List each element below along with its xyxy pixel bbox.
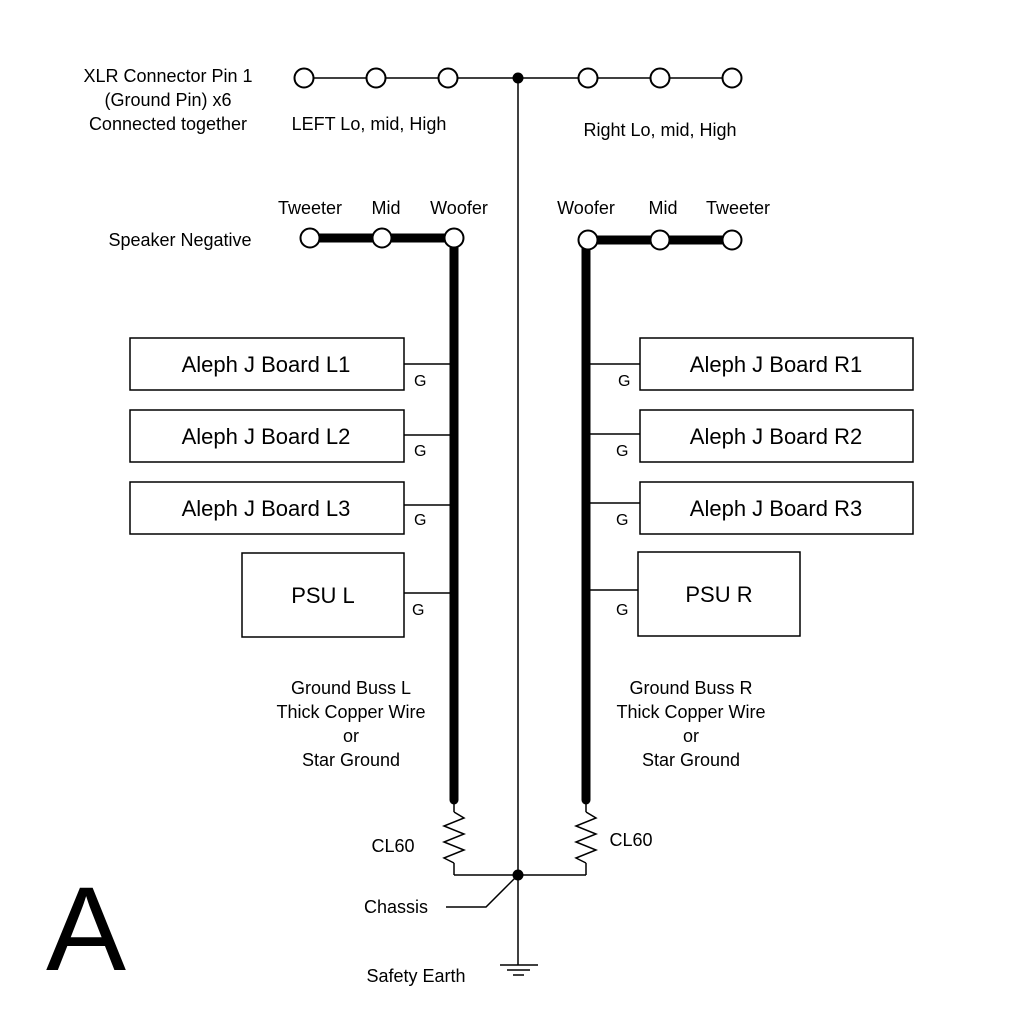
thermistor-right xyxy=(573,800,599,875)
xlr-pin-left-lo xyxy=(293,67,315,89)
xlr-label-line1: XLR Connector Pin 1 xyxy=(83,66,252,86)
psu-right-ground-tag: G xyxy=(616,602,628,619)
xlr-pin-right-mid xyxy=(649,67,671,89)
board-left-1: Aleph J Board L1 G xyxy=(129,337,454,391)
board-right-3-label: Aleph J Board R3 xyxy=(690,496,862,521)
board-right-2: Aleph J Board R2 G xyxy=(586,409,914,463)
left-woofer-label: Woofer xyxy=(430,198,488,218)
psu-right: PSU R G xyxy=(586,551,801,637)
buss-right-line1: Ground Buss R xyxy=(629,678,752,698)
board-right-2-ground-tag: G xyxy=(616,443,628,460)
chassis-label: Chassis xyxy=(364,897,428,917)
xlr-pin-right-lo xyxy=(577,67,599,89)
xlr-right-channel-label: Right Lo, mid, High xyxy=(583,120,736,140)
board-right-1-label: Aleph J Board R1 xyxy=(690,352,862,377)
figure-letter: A xyxy=(46,862,126,996)
board-right-1-ground-tag: G xyxy=(618,373,630,390)
xlr-pin-left-high xyxy=(437,67,459,89)
xlr-label-line2: (Ground Pin) x6 xyxy=(104,90,231,110)
board-left-2-label: Aleph J Board L2 xyxy=(182,424,351,449)
psu-left-ground-tag: G xyxy=(412,602,424,619)
board-left-2: Aleph J Board L2 G xyxy=(129,409,454,463)
board-left-3-label: Aleph J Board L3 xyxy=(182,496,351,521)
right-tweeter-label: Tweeter xyxy=(706,198,770,218)
psu-left-label: PSU L xyxy=(291,583,355,608)
xlr-label-line3: Connected together xyxy=(89,114,247,134)
board-left-2-ground-tag: G xyxy=(414,443,426,460)
speaker-negative-label: Speaker Negative xyxy=(108,230,251,250)
earth-ground-icon xyxy=(500,964,538,976)
buss-right-line3: or xyxy=(683,726,699,746)
right-woofer-label: Woofer xyxy=(557,198,615,218)
buss-left-line2: Thick Copper Wire xyxy=(276,702,425,722)
buss-left-line1: Ground Buss L xyxy=(291,678,411,698)
thermistor-left xyxy=(441,800,467,875)
right-woofer-terminal xyxy=(577,229,599,251)
left-mid-label: Mid xyxy=(371,198,400,218)
board-right-1: Aleph J Board R1 G xyxy=(586,337,914,391)
right-mid-label: Mid xyxy=(648,198,677,218)
board-left-3-ground-tag: G xyxy=(414,512,426,529)
left-tweeter-label: Tweeter xyxy=(278,198,342,218)
chassis-leader-line xyxy=(446,874,519,908)
buss-right-line4: Star Ground xyxy=(642,750,740,770)
ground-buss-left-label: Ground Buss L Thick Copper Wire or Star … xyxy=(276,678,425,770)
xlr-pin-chain xyxy=(293,67,743,89)
ground-buss-right-label: Ground Buss R Thick Copper Wire or Star … xyxy=(616,678,765,770)
board-right-3-ground-tag: G xyxy=(616,512,628,529)
board-left-3: Aleph J Board L3 G xyxy=(129,481,454,535)
left-mid-terminal xyxy=(371,227,393,249)
left-tweeter-terminal xyxy=(299,227,321,249)
psu-right-label: PSU R xyxy=(685,582,752,607)
right-mid-terminal xyxy=(649,229,671,251)
right-tweeter-terminal xyxy=(721,229,743,251)
xlr-pin-left-mid xyxy=(365,67,387,89)
board-left-1-ground-tag: G xyxy=(414,373,426,390)
board-right-2-label: Aleph J Board R2 xyxy=(690,424,862,449)
psu-left: PSU L G xyxy=(241,552,454,638)
thermistor-right-label: CL60 xyxy=(609,830,652,850)
board-left-1-label: Aleph J Board L1 xyxy=(182,352,351,377)
buss-right-line2: Thick Copper Wire xyxy=(616,702,765,722)
xlr-pin-right-high xyxy=(721,67,743,89)
safety-earth-label: Safety Earth xyxy=(366,966,465,986)
buss-left-line3: or xyxy=(343,726,359,746)
xlr-left-channel-label: LEFT Lo, mid, High xyxy=(292,114,447,134)
thermistor-left-label: CL60 xyxy=(371,836,414,856)
left-woofer-terminal xyxy=(443,227,465,249)
buss-left-line4: Star Ground xyxy=(302,750,400,770)
board-right-3: Aleph J Board R3 G xyxy=(586,481,914,535)
